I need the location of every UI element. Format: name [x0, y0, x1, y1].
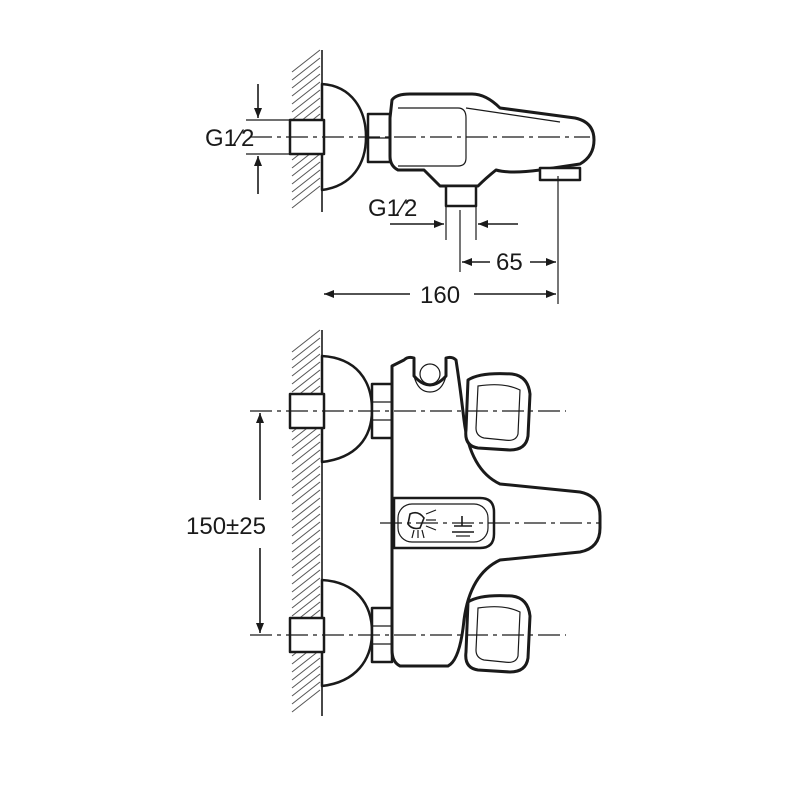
wall-hatch-line — [291, 545, 321, 569]
wall-hatch-line — [291, 497, 321, 521]
wall-hatch-line — [291, 537, 321, 561]
wall-hatch-line — [291, 505, 321, 529]
wall-hatch-line — [291, 81, 321, 105]
wall-hatch-line — [291, 465, 321, 489]
wall-hatch-line — [291, 345, 321, 369]
wall-hatch-line — [291, 473, 321, 497]
wall-hatch-line — [291, 73, 321, 97]
wall-hatch-line — [291, 521, 321, 545]
wall-hatch-line — [291, 169, 321, 193]
wall-hatch-line — [291, 513, 321, 537]
wall-hatch-line — [291, 657, 321, 681]
center-distance-label: 150±25 — [186, 513, 266, 540]
wall-hatch-line — [291, 441, 321, 465]
bathtub-icon — [452, 516, 474, 537]
wall-hatch-line — [291, 681, 321, 705]
bottom-outlet — [444, 184, 478, 208]
spout-offset-label: 65 — [496, 249, 523, 276]
wall-hatch-line — [291, 553, 321, 577]
wall-hatch-line — [291, 449, 321, 473]
wall-hatch-line — [291, 369, 321, 393]
wall-hatch-line — [291, 585, 321, 609]
mixer-body-front — [390, 355, 602, 668]
wall-hatch-line — [291, 57, 321, 81]
cold-handle[interactable] — [464, 594, 532, 674]
wall-hatch-line — [291, 153, 321, 177]
wall-hatch-line — [291, 649, 321, 673]
wall-hatch-line — [291, 489, 321, 513]
wall-hatch-line — [291, 433, 321, 457]
wall-hatch-line — [291, 457, 321, 481]
wall-hatch-line — [291, 177, 321, 201]
front-view: 150±25 — [186, 329, 602, 716]
wall-hatch-line — [291, 361, 321, 385]
outlet-thread-label: G1⁄2 — [368, 195, 417, 222]
upper-rosette — [320, 354, 374, 464]
wall-hatch-line — [291, 481, 321, 505]
lower-rosette — [320, 578, 374, 688]
wall-hatch-line — [291, 425, 321, 449]
wall-hatch-line — [291, 161, 321, 185]
wall-hatch-line — [291, 353, 321, 377]
wall-hatch-line — [291, 689, 321, 713]
hot-handle[interactable] — [464, 372, 532, 452]
wall-hatch-line — [291, 529, 321, 553]
wall-hatch-line — [291, 97, 321, 121]
wall-hatch-line — [291, 593, 321, 617]
wall-hatch-line — [291, 561, 321, 585]
wall-hatch-line — [291, 665, 321, 689]
side-view: G1⁄2 G1⁄2 65 160 — [205, 49, 596, 309]
wall-bottom — [291, 329, 323, 716]
wall-hatch-line — [291, 569, 321, 593]
wall-hatch-line — [291, 673, 321, 697]
wall-hatch-line — [291, 185, 321, 209]
spout-tip — [538, 166, 582, 182]
shower-icon — [407, 509, 437, 539]
wall-hatch-line — [291, 49, 321, 73]
wall-hatch-line — [291, 89, 321, 113]
wall-hatch-line — [291, 337, 321, 361]
wall-hatch-line — [291, 329, 321, 353]
wall-hatch-line — [291, 65, 321, 89]
wall-hatch-line — [291, 577, 321, 601]
total-projection-label: 160 — [420, 282, 460, 309]
inlet-thread-label: G1⁄2 — [205, 125, 254, 152]
